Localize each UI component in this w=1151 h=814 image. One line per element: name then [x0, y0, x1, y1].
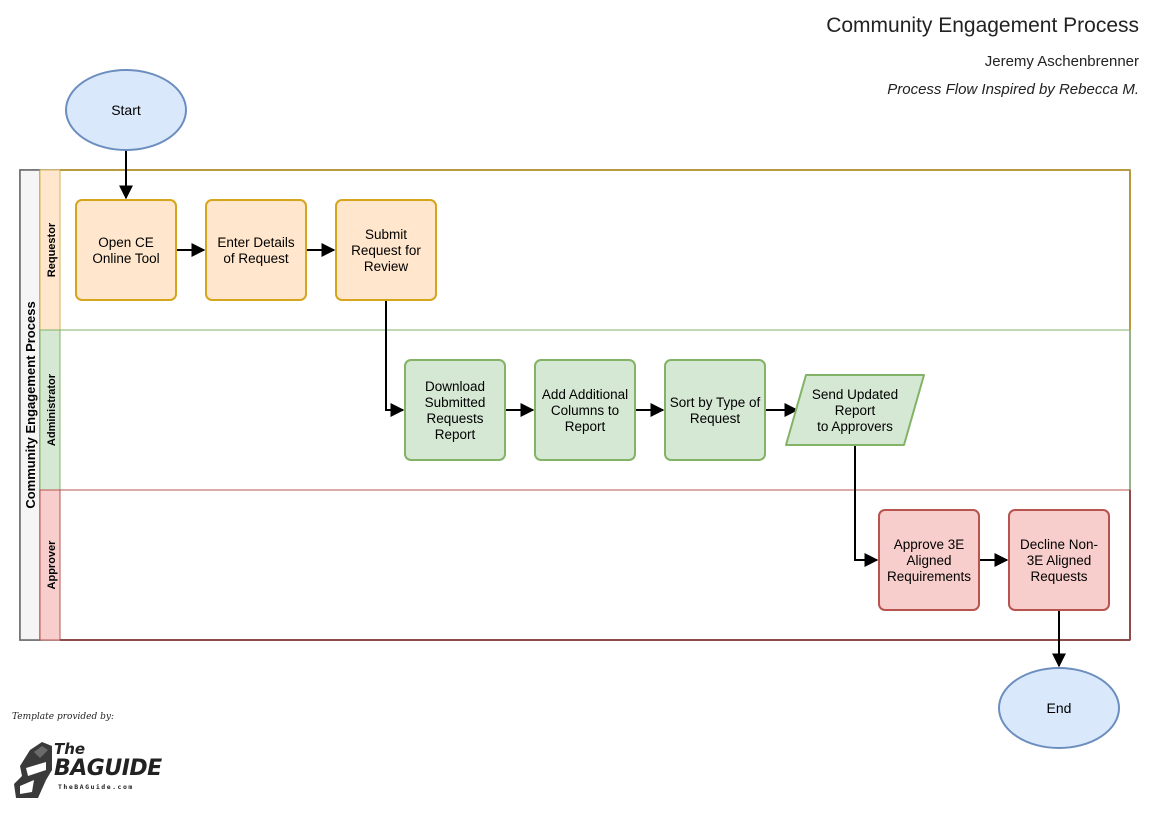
- pool-label: Community Engagement Process: [23, 301, 38, 508]
- connectors: [119, 150, 1066, 668]
- flow-send-to-approve: [854, 445, 879, 567]
- lane-label-requestor: Requestor: [46, 222, 58, 277]
- page-title: Community Engagement Process: [826, 14, 1139, 37]
- flow-submit-to-download: [385, 300, 405, 417]
- knight-helmet-icon: [14, 742, 52, 798]
- end-label: End: [1047, 700, 1072, 716]
- logo-url-text: TheBAGuide.com: [58, 783, 134, 791]
- logo-main-text: BAGUIDE: [54, 756, 162, 781]
- inspiration-credit: Process Flow Inspired by Rebecca M.: [887, 81, 1139, 98]
- logo-the-text: The: [54, 740, 86, 758]
- lane-label-administrator: Administrator: [46, 373, 58, 446]
- start-label: Start: [111, 102, 141, 118]
- template-credit-label: Template provided by:: [12, 712, 115, 722]
- author-name: Jeremy Aschenbrenner: [984, 53, 1139, 70]
- start-terminal: Start: [65, 69, 187, 151]
- baguide-logo: The BAGUIDE TheBAGuide.com: [12, 740, 162, 802]
- end-terminal: End: [998, 667, 1120, 749]
- lane-label-approver: Approver: [46, 540, 58, 590]
